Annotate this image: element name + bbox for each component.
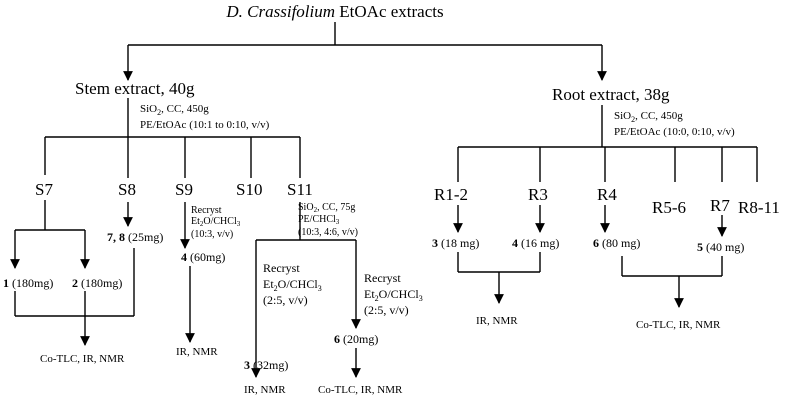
fraction-r7: R7 — [710, 196, 730, 215]
root-cc-solvent: PE/EtOAc (10:0, 0:10, v/v) — [614, 126, 735, 138]
analysis-s11-right: Co-TLC, IR, NMR — [318, 384, 403, 396]
compound-3-yield: 3 (32mg) — [244, 358, 288, 372]
analysis-s7-s8: Co-TLC, IR, NMR — [40, 353, 125, 365]
compound-6-yield: 6 (20mg) — [334, 332, 378, 346]
fraction-s11: S11 — [287, 180, 313, 199]
stem-cc-solvent: PE/EtOAc (10:1 to 0:10, v/v) — [140, 119, 270, 131]
s11-recryst-right-solvent: Et2O/CHCl3 — [364, 287, 423, 303]
s9-recryst-ratio: (10:3, v/v) — [191, 229, 233, 240]
s11-recryst-left-ratio: (2:5, v/v) — [263, 293, 308, 307]
analysis-s9: IR, NMR — [176, 346, 218, 358]
diagram-title: D. Crassifolium EtOAc extracts — [225, 2, 443, 21]
fraction-r3: R3 — [528, 185, 548, 204]
compound-1-yield: 1 (180mg) — [3, 276, 53, 290]
compound-4-yield: 4 (60mg) — [181, 250, 225, 264]
compound-6-root-yield: 6 (80 mg) — [593, 236, 640, 250]
analysis-root-left: IR, NMR — [476, 315, 518, 327]
compound-3-root-yield: 3 (18 mg) — [432, 236, 479, 250]
fraction-r1-2: R1-2 — [434, 185, 468, 204]
connector-lines — [10, 22, 758, 378]
fraction-s8: S8 — [118, 180, 136, 199]
compound-4-root-yield: 4 (16 mg) — [512, 236, 559, 250]
compound-5-root-yield: 5 (40 mg) — [697, 240, 744, 254]
root-extract-label: Root extract, 38g — [552, 85, 670, 104]
fraction-r5-6: R5-6 — [652, 198, 686, 217]
fraction-s7: S7 — [35, 180, 53, 199]
stem-extract-label: Stem extract, 40g — [75, 79, 195, 98]
fraction-r4: R4 — [597, 185, 617, 204]
fraction-s9: S9 — [175, 180, 193, 199]
s11-recryst-left-label: Recryst — [263, 261, 300, 275]
s9-recryst-solvent: Et2O/CHCl3 — [191, 216, 241, 228]
fraction-s10: S10 — [236, 180, 262, 199]
s11-recryst-left-solvent: Et2O/CHCl3 — [263, 277, 322, 293]
compound-2-yield: 2 (180mg) — [72, 276, 122, 290]
s11-recryst-right-label: Recryst — [364, 271, 401, 285]
compound-7-8-yield: 7, 8 (25mg) — [107, 230, 163, 244]
s11-cc-solvent: PE/CHCl3 — [298, 214, 340, 226]
fraction-r8-11: R8-11 — [738, 198, 780, 217]
root-cc-conditions: SiO2, CC, 450g — [614, 110, 683, 124]
s11-cc-ratio: (10:3, 4:6, v/v) — [298, 227, 358, 238]
s11-cc-conditions: SiO2, CC, 75g — [298, 202, 355, 214]
analysis-s11-left: IR, NMR — [244, 384, 286, 396]
stem-cc-conditions: SiO2, CC, 450g — [140, 103, 209, 117]
analysis-root-right: Co-TLC, IR, NMR — [636, 319, 721, 331]
s11-recryst-right-ratio: (2:5, v/v) — [364, 303, 409, 317]
s9-recryst-label: Recryst — [191, 205, 222, 216]
